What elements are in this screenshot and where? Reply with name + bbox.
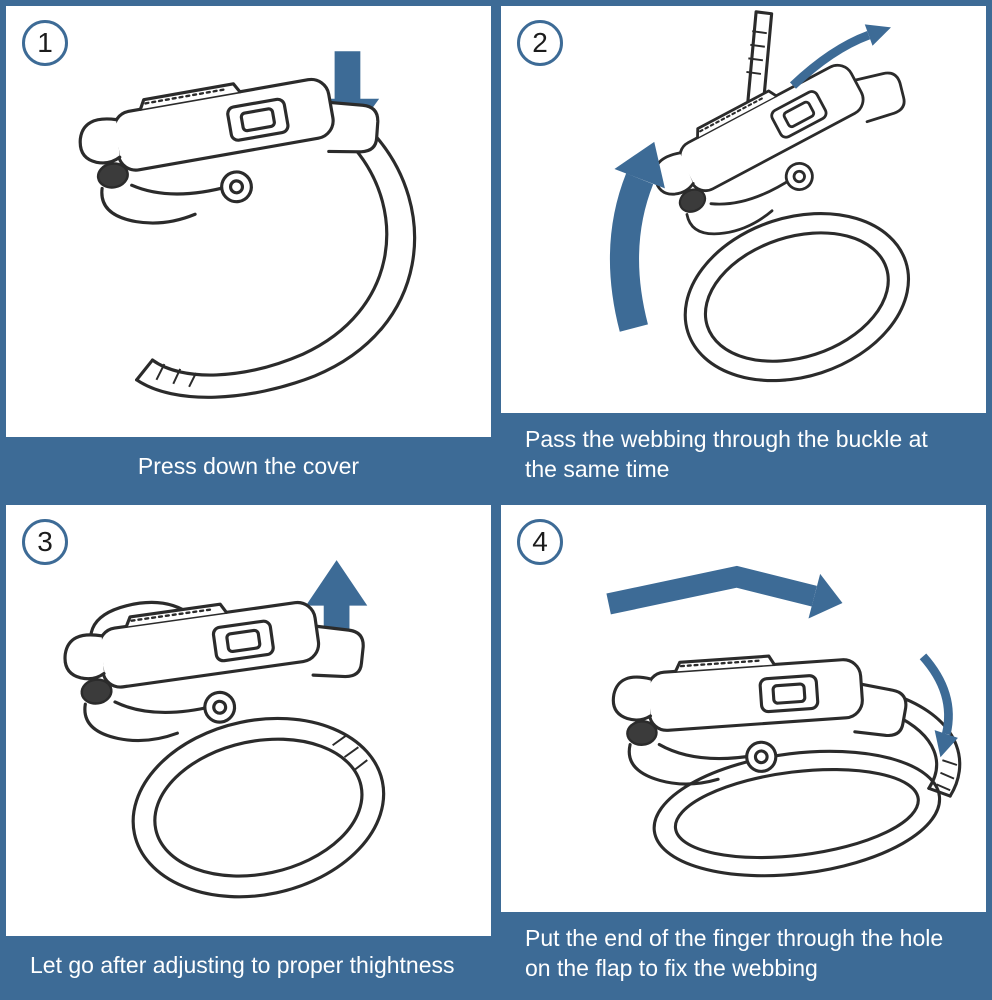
curved-up-right-arrow-icon (789, 31, 871, 89)
strap-serration (332, 734, 368, 771)
step-number-badge: 3 (22, 519, 68, 565)
right-arrow-icon (606, 565, 817, 615)
step1-illustration (72, 51, 417, 399)
curved-down-right-arrow-icon (919, 653, 953, 735)
up-arrowhead-icon (614, 141, 665, 189)
step-caption: Let go after adjusting to proper thightn… (6, 936, 491, 994)
strap-outline (892, 713, 938, 790)
strap-loop (131, 716, 386, 899)
right-arrowhead-icon (808, 573, 843, 619)
buckle-illustration (609, 645, 912, 791)
buckle-illustration (641, 33, 928, 257)
step3-illustration (58, 560, 386, 899)
step-panel-3: 3 Let go after adjusting to proper thigh… (6, 505, 491, 994)
up-arrow-icon (609, 173, 654, 332)
strap-serration (936, 759, 958, 792)
strap-serration (155, 363, 197, 388)
strap-outline (903, 697, 962, 798)
strap-end (927, 786, 952, 798)
step2-illustration (609, 10, 928, 383)
strap-loop (652, 749, 942, 878)
step-caption: Pass the webbing through the buckle at t… (501, 413, 986, 495)
up-arrow-icon (305, 560, 368, 662)
step4-illustration (606, 565, 962, 878)
step-number: 4 (532, 526, 548, 557)
step-caption: Put the end of the finger through the ho… (501, 912, 986, 994)
strap-loop (683, 211, 911, 383)
curved-up-right-arrowhead-icon (864, 24, 891, 46)
strap-outline (150, 146, 389, 377)
step-panel-1: 1 Press down the cover (6, 6, 491, 495)
step-panel-2: 2 Pass the webbing through the buckle at… (501, 6, 986, 495)
step-number: 2 (532, 27, 548, 58)
strap-outline (135, 132, 417, 399)
step-number-badge: 4 (517, 519, 563, 565)
curved-down-right-arrowhead-icon (934, 730, 958, 758)
strap-end (135, 358, 155, 382)
step-number: 3 (37, 526, 53, 557)
step-number-badge: 1 (22, 20, 68, 66)
step-number: 1 (37, 27, 53, 58)
step-panel-4: 4 Put the end of the finger through the … (501, 505, 986, 994)
step-caption: Press down the cover (6, 437, 491, 495)
step-number-badge: 2 (517, 20, 563, 66)
